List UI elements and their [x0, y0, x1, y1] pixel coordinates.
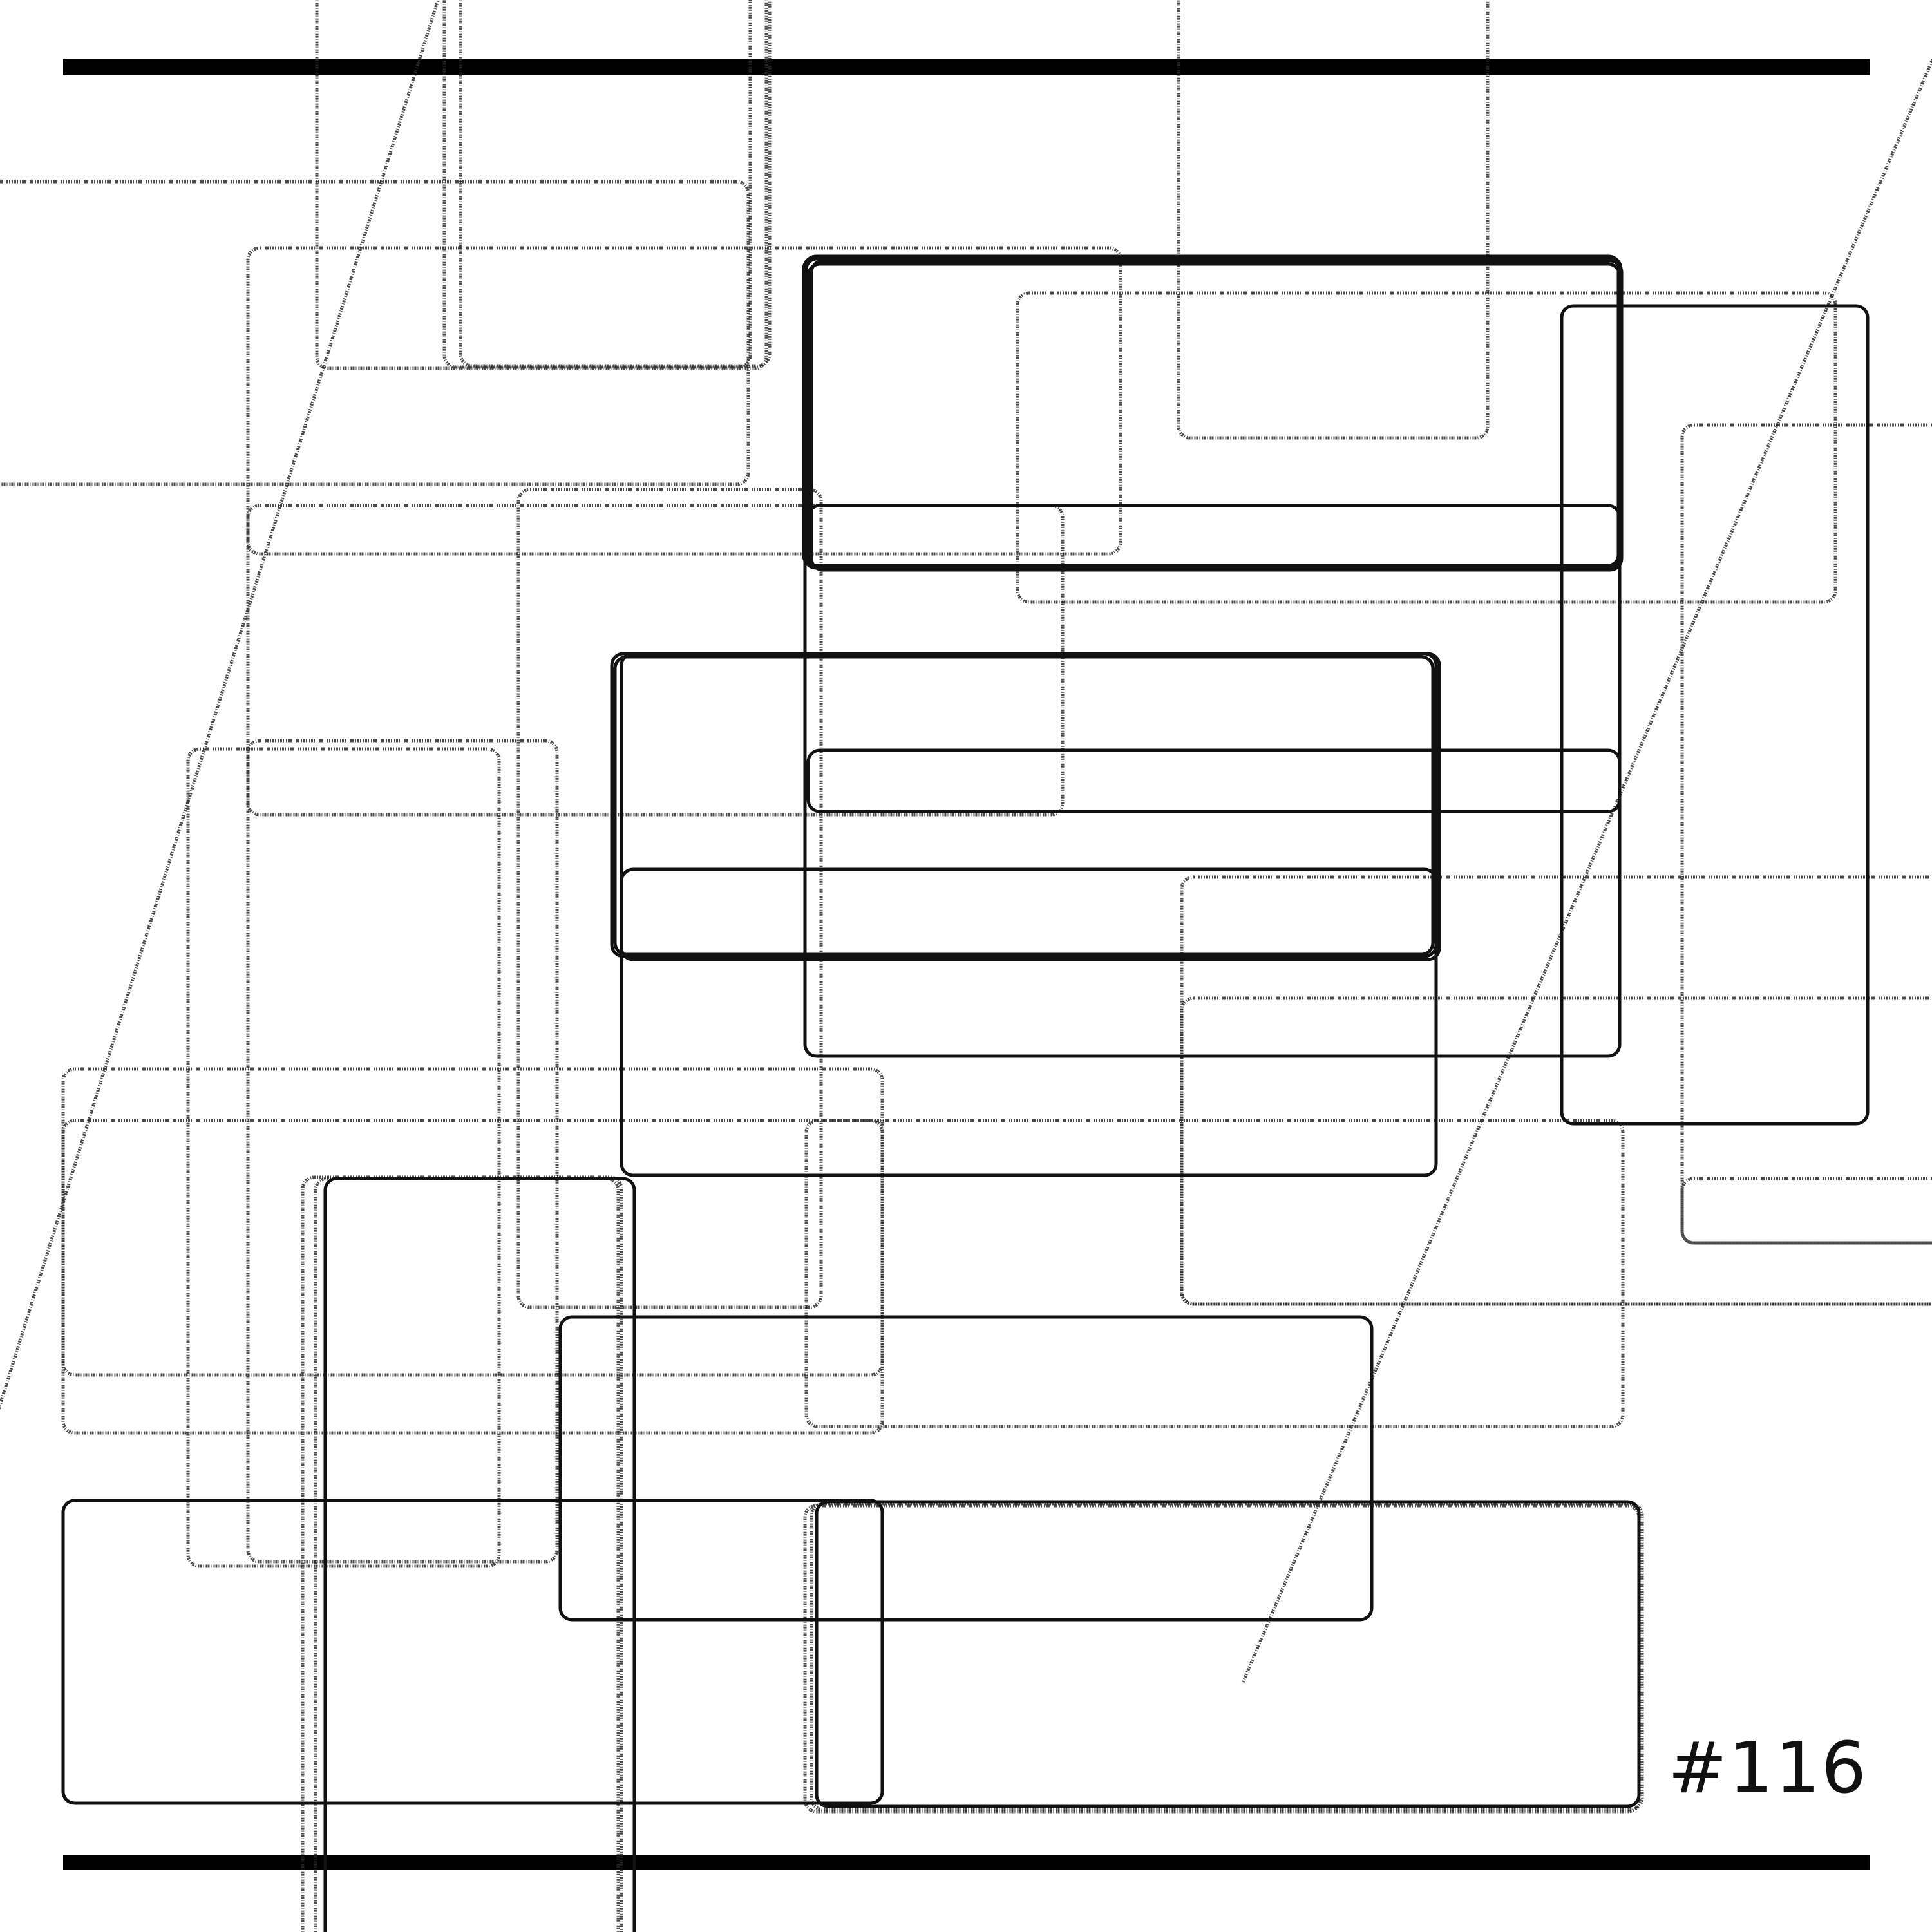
solid-rectangle: [613, 655, 1435, 956]
solid-rectangle: [610, 652, 1438, 958]
artwork-number-label: #116: [1667, 1727, 1868, 1809]
grainy-rectangle: [516, 488, 823, 1309]
grainy-rectangle: [1180, 996, 1932, 1306]
grainy-rectangle: [803, 1504, 1641, 1814]
solid-rectangle: [61, 1499, 884, 1805]
grainy-rectangle: [459, 0, 772, 368]
grainy-rectangle: [0, 180, 750, 486]
solid-rectangle: [323, 1177, 636, 1932]
solid-rectangle: [558, 1315, 1374, 1622]
solid-rectangle: [806, 262, 1622, 569]
grainy-rectangle: [1680, 1177, 1932, 1245]
bottom-frame-bar: [63, 1855, 1870, 1870]
grainy-rectangle: [186, 747, 501, 1568]
top-frame-bar: [63, 59, 1870, 75]
solid-rectangle: [802, 254, 1623, 570]
solid-rectangle: [620, 867, 1438, 1177]
solid-outline-layer: [61, 254, 1870, 1932]
undefined: [0, 0, 440, 1411]
solid-rectangle: [806, 748, 1622, 813]
grainy-rectangle: [1180, 875, 1932, 1306]
grainy-rectangle: [61, 1119, 884, 1435]
grainy-rectangle: [246, 739, 559, 1564]
grainy-rectangle: [1016, 291, 1837, 604]
solid-rectangle: [815, 1500, 1641, 1808]
solid-rectangle: [810, 259, 1624, 572]
grainy-rectangle: [442, 0, 752, 369]
grainy-rectangle: [1177, 0, 1490, 440]
grainy-rectangle: [804, 1119, 1625, 1428]
grainy-rectangle: [246, 504, 1065, 817]
grainy-rectangle: [314, 1177, 620, 1932]
grainy-rectangle: [810, 1502, 1644, 1812]
grainy-rectangle: [315, 0, 768, 370]
undefined: [1241, 56, 1932, 1683]
grainy-rectangle: [301, 1175, 623, 1932]
solid-rectangle: [620, 652, 1441, 961]
solid-rectangle: [806, 504, 1622, 569]
solid-rectangle: [1560, 304, 1870, 1126]
grainy-rectangle: [246, 246, 1122, 556]
grainy-rectangle: [61, 1067, 884, 1377]
grainy-rectangle: [1680, 423, 1932, 1245]
